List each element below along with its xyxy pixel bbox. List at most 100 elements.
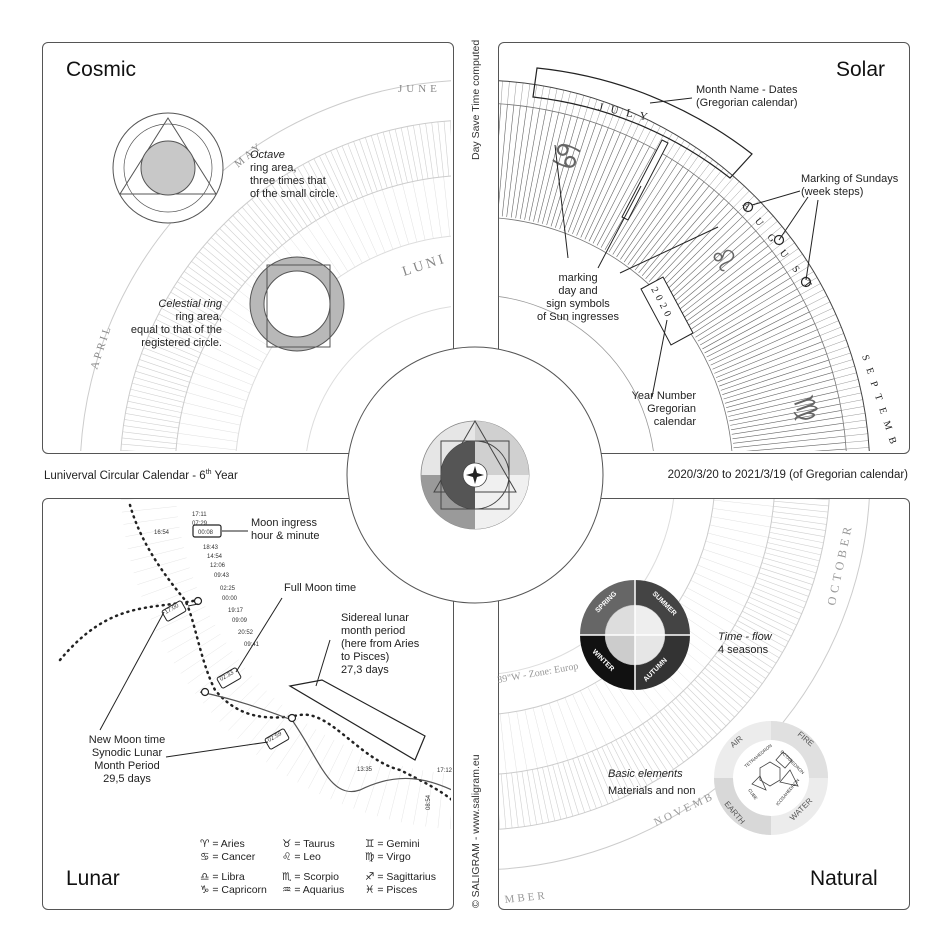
ring-tick [715,483,775,485]
ring-tick [739,615,789,642]
ring-tick [663,707,699,752]
ring-tick [215,324,268,356]
ring-tick [195,659,239,694]
center-emblem [420,420,530,530]
ring-tick [633,729,664,777]
ring-tick [402,183,418,243]
ring-tick [376,763,393,817]
ring-tick [718,176,735,195]
ring-tick [145,587,197,609]
ring-tick [840,399,863,405]
left-caption-end: Year [211,469,238,482]
ring-tick [382,132,398,186]
sundays-label: Marking of Sundays [801,173,899,185]
ring-tick [707,532,767,548]
solid-cube: CUBE [747,788,758,801]
ring-tick [698,159,713,179]
ring-tick [596,146,650,246]
natural-rings [491,483,871,871]
ring-tick [437,121,444,177]
year-line-1: Year Number [631,390,696,402]
ring-tick [763,226,783,242]
ring-tick [751,591,802,614]
ring-tick [139,359,192,378]
ring-tick [297,734,326,783]
ring-tick [167,624,216,653]
ring-tick [703,548,761,568]
ring-tick [246,202,283,246]
ring-tick [359,139,378,192]
lunar-time: 18:43 [203,545,219,551]
ring-tick [819,326,842,336]
ring-tick [150,330,202,354]
ring-tick [817,320,839,330]
ring-tick [133,376,187,393]
ring-tick [690,266,784,330]
ring-tick [532,84,538,108]
ring-tick [449,774,451,830]
ring-tick [809,301,831,313]
ring-tick [126,406,181,419]
ring-tick [692,272,788,334]
ring-tick [769,531,824,544]
ring-tick [511,772,519,828]
new-moon-annotation: New Moon time Synodic Lunar Month Period… [78,734,176,786]
ring-tick [333,209,363,264]
solar-month-august: AUGUST [740,200,822,300]
ring-tick [526,770,537,825]
year-line-3: calendar [653,416,696,428]
ring-tick [302,164,330,213]
ring-tick [730,403,841,426]
ring-tick [121,437,177,444]
ring-tick [122,431,178,439]
ring-tick [616,162,678,258]
ring-tick [760,567,813,585]
ring-tick [826,346,849,355]
ring-tick [528,111,553,221]
ring-tick [800,283,821,295]
ring-tick [682,250,773,319]
ring-tick [755,215,774,232]
ring-tick [127,537,182,550]
ring-tick [515,107,534,219]
ring-tick [228,219,267,260]
ring-tick [642,723,674,770]
ring-tick [491,775,494,830]
ring-tick [433,177,442,238]
ring-tick [499,774,501,830]
ring-tick [832,365,855,373]
ring-tick [620,737,648,786]
ring-tick [484,103,488,215]
ring-tick [189,382,247,402]
ring-tick [180,276,227,308]
ring-tick [537,768,550,823]
ring-tick [198,251,243,287]
ring-tick [733,435,845,449]
ring-tick [132,382,186,398]
ring-tick [708,311,810,362]
ring-tick [177,281,224,312]
ring-tick [847,461,870,462]
ring-tick [723,642,770,674]
ring-tick [610,742,637,792]
ring-tick [683,690,722,731]
ring-tick [219,228,260,267]
ring-tick [123,516,178,525]
ring-tick [256,711,291,755]
sundays-sub: (week steps) [801,186,864,198]
ring-tick [550,119,585,227]
ring-tick [844,433,868,437]
ring-tick [148,336,199,359]
ingress-line-1: marking [558,272,598,284]
ring-tick [200,352,256,378]
ring-tick [392,186,410,245]
ring-tick [173,633,221,664]
lunar-time: 20:52 [238,630,254,636]
ring-tick [330,150,354,202]
ingress-line-3: sign symbols [546,298,610,310]
ring-tick [454,176,458,236]
legend-item: ♐ = Sagittarius [365,871,436,883]
ring-tick [167,297,216,326]
ring-tick [400,768,413,823]
ring-tick [846,447,870,450]
